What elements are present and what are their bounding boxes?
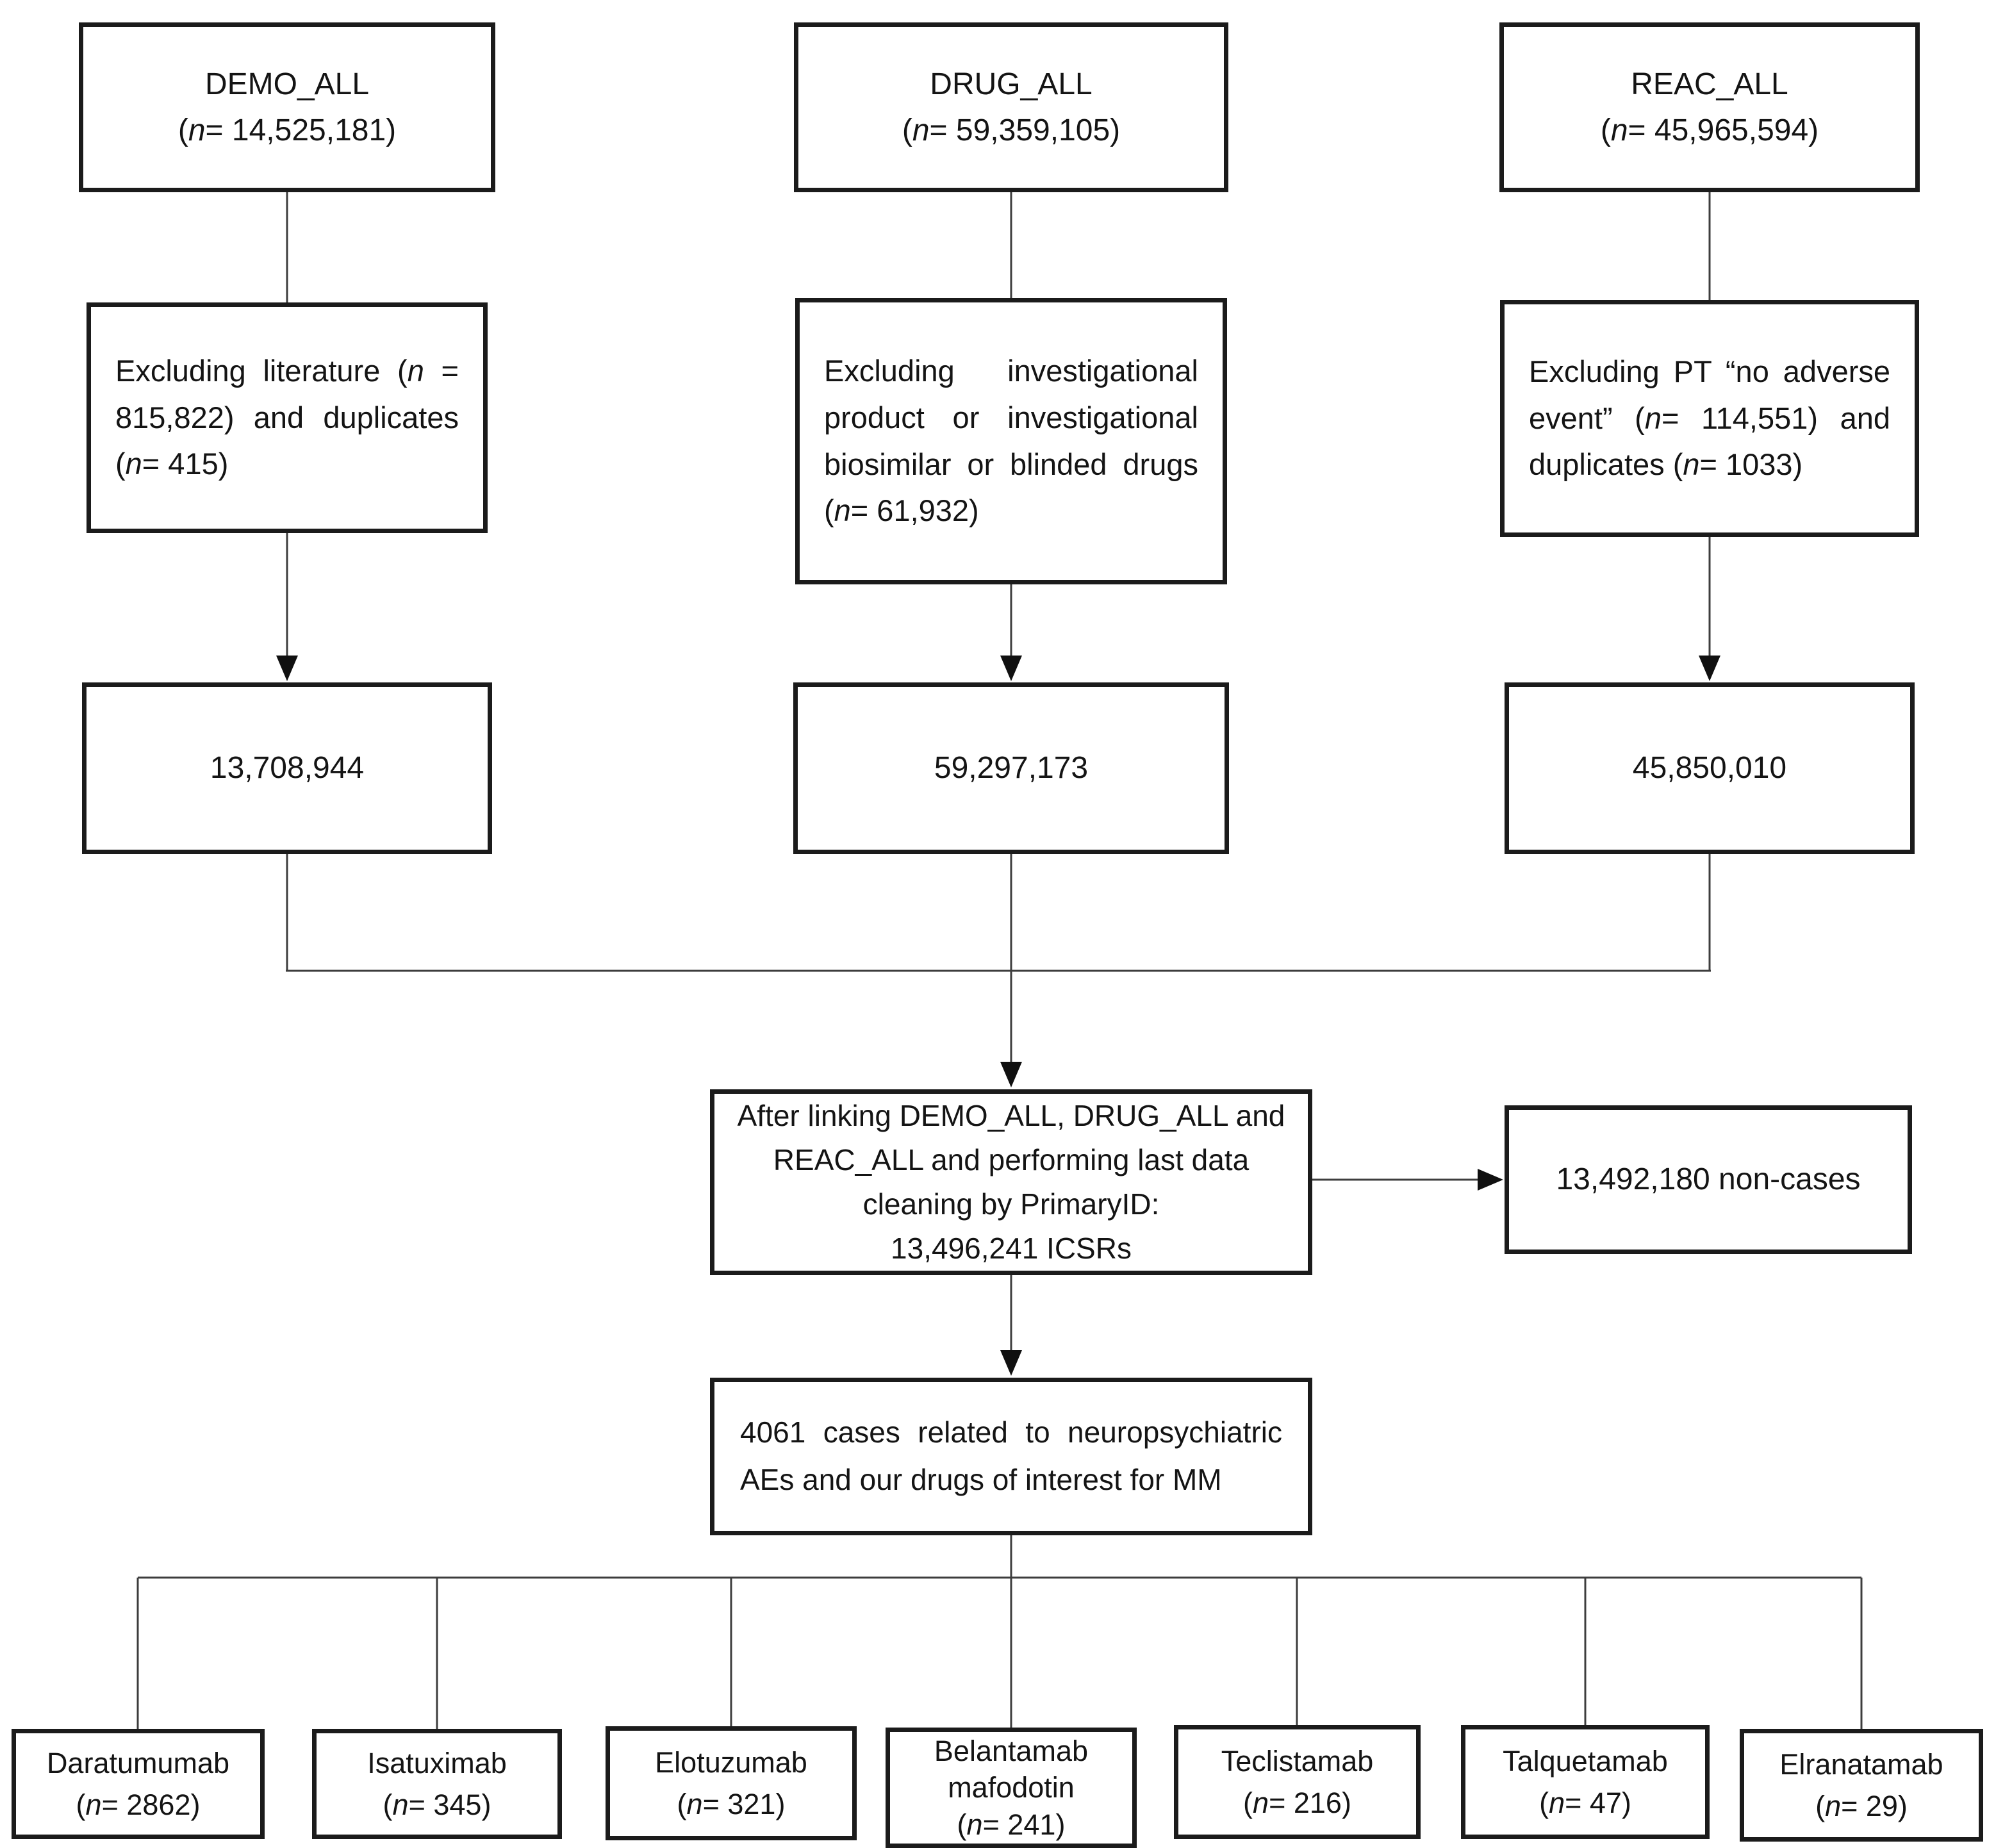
box-drug-isatuximab: Isatuximab(n= 345): [312, 1729, 562, 1839]
box-cases-4061-text: 4061 cases related to neuropsychiatric A…: [740, 1415, 1282, 1496]
box-exclusion-drug-text: Excluding investigational product or inv…: [824, 353, 1198, 528]
box-reac-all-text: REAC_ALL(n= 45,965,594): [1600, 67, 1819, 147]
arrowhead-count-drug: [1000, 656, 1022, 681]
box-exclusion-drug: Excluding investigational product or inv…: [795, 298, 1227, 584]
box-drug-elotuzumab: Elotuzumab(n= 321): [606, 1726, 857, 1840]
box-drug-teclistamab: Teclistamab(n= 216): [1174, 1725, 1421, 1839]
box-count-drug-text: 59,297,173: [934, 751, 1089, 785]
box-count-reac: 45,850,010: [1505, 682, 1915, 854]
box-exclusion-demo-text: Excluding literature (n = 815,822) and d…: [115, 353, 459, 481]
box-exclusion-reac-text: Excluding PT “no adverse event” (n= 114,…: [1529, 354, 1890, 482]
arrowhead-noncases: [1478, 1169, 1503, 1191]
box-drug-daratumumab-text: Daratumumab(n= 2862): [46, 1746, 230, 1821]
box-drug-isatuximab-text: Isatuximab(n= 345): [367, 1746, 507, 1821]
box-count-reac-text: 45,850,010: [1632, 751, 1787, 785]
arrowhead-linking: [1000, 1062, 1022, 1087]
box-non-cases: 13,492,180 non-cases: [1505, 1105, 1912, 1254]
box-count-demo-text: 13,708,944: [210, 751, 365, 785]
arrowhead-cases: [1000, 1350, 1022, 1376]
box-demo-all-text: DEMO_ALL(n= 14,525,181): [177, 67, 397, 147]
box-drug-elotuzumab-text: Elotuzumab(n= 321): [655, 1745, 807, 1820]
box-exclusion-reac: Excluding PT “no adverse event” (n= 114,…: [1500, 300, 1919, 537]
box-drug-all-text: DRUG_ALL(n= 59,359,105): [902, 67, 1121, 147]
box-drug-talquetamab: Talquetamab(n= 47): [1461, 1725, 1710, 1839]
box-drug-all: DRUG_ALL(n= 59,359,105): [794, 22, 1228, 192]
box-exclusion-demo: Excluding literature (n = 815,822) and d…: [87, 302, 488, 533]
box-drug-talquetamab-text: Talquetamab(n= 47): [1503, 1744, 1668, 1819]
box-drug-daratumumab: Daratumumab(n= 2862): [12, 1729, 265, 1839]
box-drug-teclistamab-text: Teclistamab(n= 216): [1221, 1744, 1374, 1819]
box-count-demo: 13,708,944: [82, 682, 492, 854]
box-drug-elranatamab-text: Elranatamab(n= 29): [1779, 1747, 1943, 1822]
box-non-cases-text: 13,492,180 non-cases: [1556, 1162, 1861, 1196]
box-cases-4061: 4061 cases related to neuropsychiatric A…: [710, 1378, 1312, 1535]
arrowhead-count-reac: [1699, 656, 1720, 681]
box-demo-all: DEMO_ALL(n= 14,525,181): [79, 22, 495, 192]
box-reac-all: REAC_ALL(n= 45,965,594): [1499, 22, 1920, 192]
arrowhead-count-demo: [276, 656, 298, 681]
box-drug-elranatamab: Elranatamab(n= 29): [1740, 1729, 1983, 1842]
box-count-drug: 59,297,173: [793, 682, 1229, 854]
